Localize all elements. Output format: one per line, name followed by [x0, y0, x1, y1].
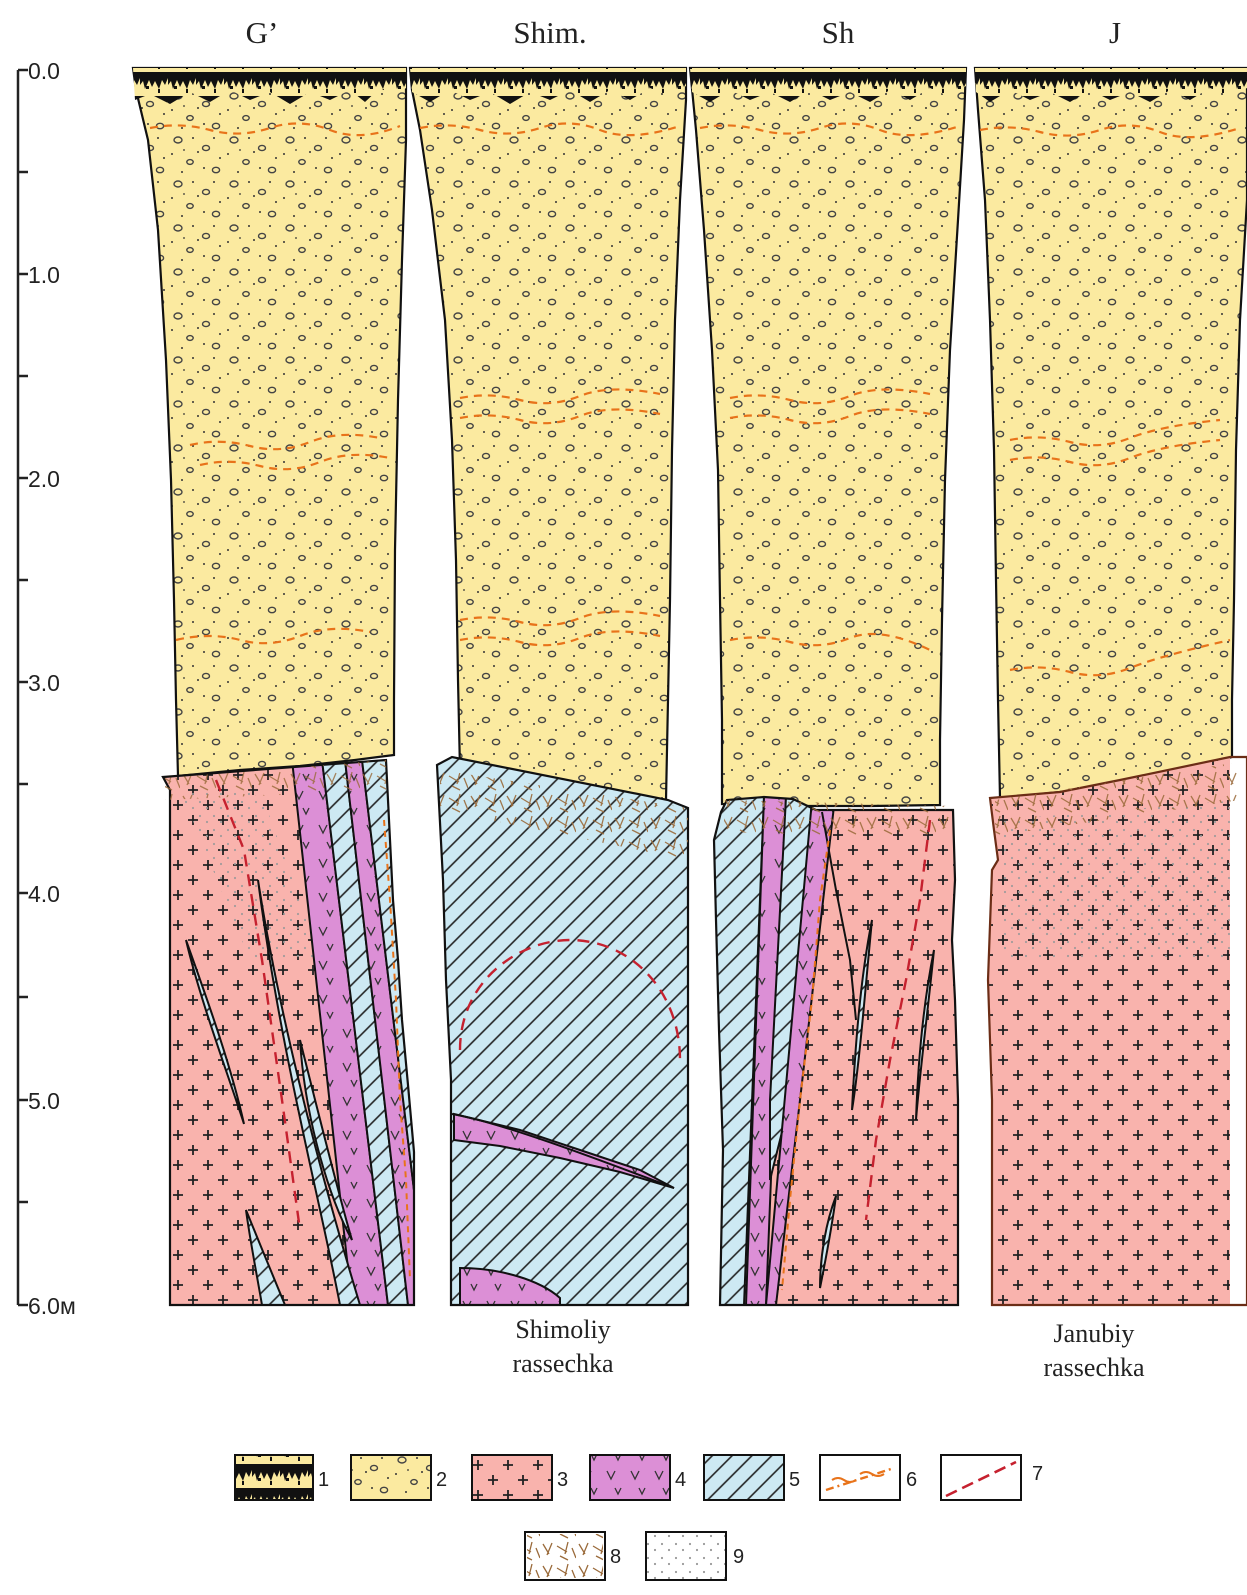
- scale-label-5: 5.0: [28, 1088, 60, 1114]
- legend-number-5: 5: [789, 1469, 800, 1491]
- column-g: [133, 68, 430, 1320]
- sand-layer: [690, 68, 966, 806]
- crust-layer: [724, 800, 952, 838]
- depth-scale: 0.0 1.0 2.0 3.0 4.0 5.0 6.0м: [18, 58, 76, 1319]
- scale-label-3: 3.0: [28, 670, 60, 696]
- sand-layer: [133, 68, 406, 776]
- legend-number-2: 2: [436, 1469, 447, 1491]
- scale-label-1: 1.0: [28, 262, 60, 288]
- basement-sh: [700, 780, 980, 1320]
- caption-shim-line1: Shimoliy: [515, 1315, 610, 1344]
- legend-swatch-3: [472, 1455, 552, 1500]
- scale-label-4: 4.0: [28, 881, 60, 907]
- legend-swatch-1: [235, 1455, 313, 1500]
- legend-number-8: 8: [610, 1546, 621, 1568]
- column-title-g: G’: [246, 15, 279, 50]
- legend-swatch-6: [820, 1455, 900, 1500]
- scale-label-6: 6.0м: [28, 1293, 76, 1319]
- scale-label-0: 0.0: [28, 58, 60, 84]
- column-title-shim: Shim.: [513, 15, 586, 50]
- legend-number-1: 1: [318, 1469, 329, 1491]
- column-title-sh: Sh: [822, 15, 855, 50]
- caption-shim-line2: rassechka: [512, 1349, 614, 1378]
- legend-number-4: 4: [675, 1469, 686, 1491]
- legend-swatch-4: [590, 1455, 670, 1500]
- column-sh: [690, 68, 980, 1320]
- legend-swatch-5: [704, 1455, 784, 1500]
- caption-j-line2: rassechka: [1043, 1353, 1145, 1382]
- legend: 1 2 3 4 5 6 7 8 9: [235, 1455, 1043, 1580]
- column-shim: [410, 68, 700, 1320]
- legend-swatch-2: [351, 1455, 431, 1500]
- legend-number-6: 6: [906, 1469, 917, 1491]
- sand-layer: [975, 68, 1247, 798]
- column-j: [975, 68, 1247, 1320]
- sand-layer: [410, 68, 686, 800]
- legend-number-3: 3: [557, 1469, 568, 1491]
- legend-number-9: 9: [733, 1546, 744, 1568]
- column-title-j: J: [1109, 15, 1121, 50]
- caption-j-line1: Janubiy: [1054, 1319, 1135, 1348]
- basement-g: [150, 740, 430, 1320]
- scale-label-2: 2.0: [28, 466, 60, 492]
- legend-number-7: 7: [1032, 1463, 1043, 1485]
- legend-swatch-9: [646, 1532, 726, 1580]
